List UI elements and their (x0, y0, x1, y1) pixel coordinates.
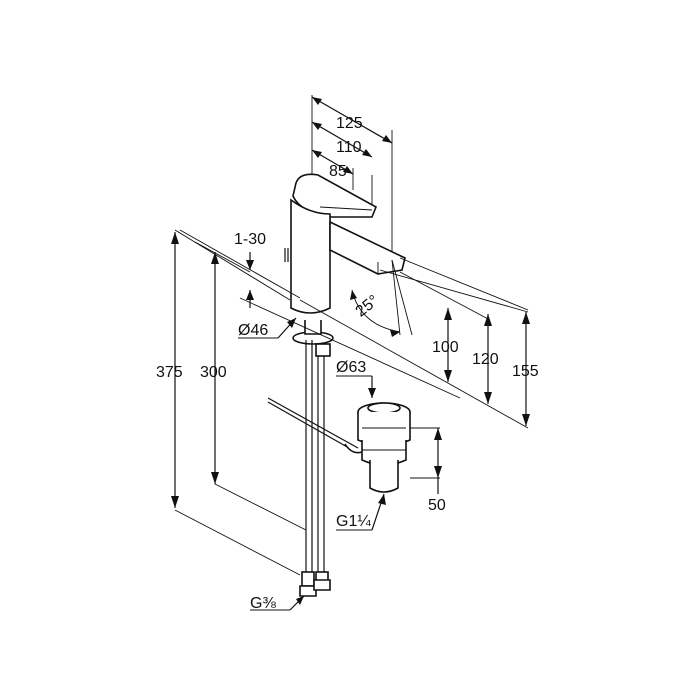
dimension-100: 100 (432, 339, 459, 356)
dimension-375: 375 (156, 364, 183, 381)
angle-25-lines (350, 259, 413, 337)
dimension-diameter-46: Ø46 (238, 322, 268, 339)
thread-waste-label: G1¼ (336, 513, 371, 530)
dimension-diameter-63: Ø63 (336, 359, 366, 376)
dimension-125: 125 (336, 115, 363, 132)
left-dimension-lines (171, 232, 307, 531)
right-dimension-lines (444, 308, 530, 426)
diameter-46-leader (238, 317, 297, 339)
dimension-85: 85 (329, 163, 347, 180)
dimension-50: 50 (428, 497, 446, 514)
pop-up-waste (344, 402, 411, 493)
dimension-110: 110 (336, 139, 362, 156)
top-dimension-lines (311, 95, 393, 258)
faucet-body (267, 173, 406, 597)
thread-supply-leader (250, 595, 305, 611)
dimension-155: 155 (512, 363, 539, 380)
dimension-50-lines (410, 427, 442, 494)
reference-lines (174, 229, 529, 576)
angle-25-degrees: 25° (353, 292, 383, 320)
dimension-120: 120 (472, 351, 499, 368)
diameter-63-leader (336, 375, 376, 398)
thread-supply-label: G⅜ (250, 595, 276, 612)
thread-waste-leader (336, 493, 386, 531)
dimension-1-30: 1-30 (234, 231, 266, 248)
dimension-1-30-lines (246, 252, 254, 308)
dimension-300: 300 (200, 364, 227, 381)
